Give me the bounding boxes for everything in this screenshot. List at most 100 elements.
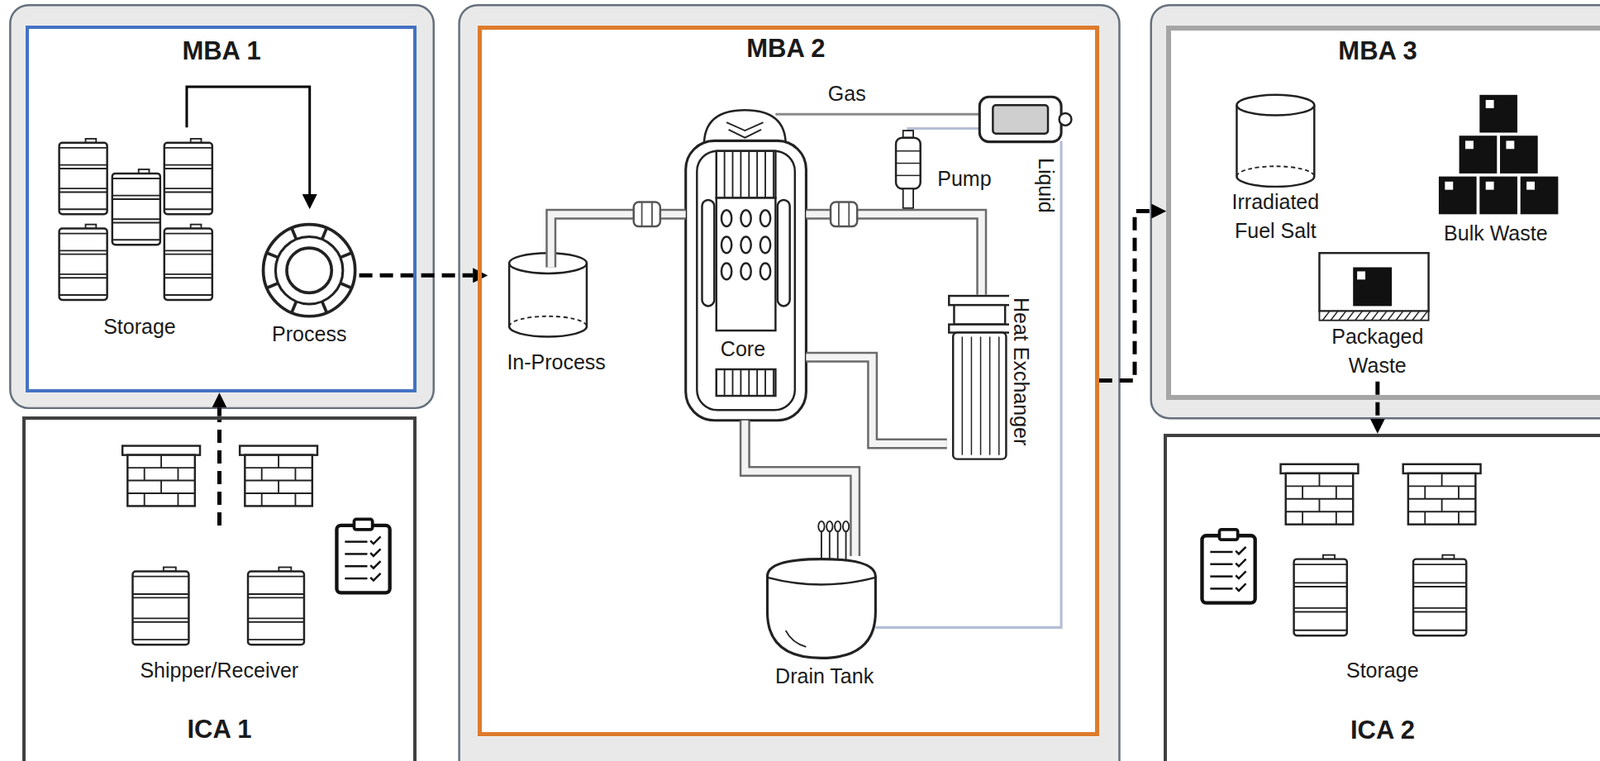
check-mark	[1235, 571, 1246, 579]
barrel-band	[59, 294, 108, 296]
barrel-body	[133, 571, 190, 645]
item-label: Shipper/Receiver	[137, 658, 301, 683]
packaged-waste-icon	[1319, 252, 1429, 320]
checklist-line	[344, 565, 367, 567]
item-label: Core	[718, 337, 768, 362]
base-hatch	[1395, 311, 1404, 321]
barrel-band	[164, 249, 213, 252]
pipe-bore	[744, 420, 855, 557]
area-title: MBA 1	[181, 36, 261, 67]
hx-tube	[998, 336, 1000, 455]
core-fuel-region	[716, 198, 777, 332]
clipboard-icon	[336, 519, 390, 593]
area-box: MBA 1 Storage Process	[25, 25, 417, 393]
brick-joint	[1301, 511, 1304, 524]
barrel-band	[133, 638, 190, 641]
brick-joint	[143, 467, 146, 481]
item-label: Process	[269, 322, 349, 347]
brick-joint	[160, 455, 162, 468]
equipment-item: Pump	[892, 127, 1005, 205]
pipe-bore	[551, 214, 686, 267]
base-hatch	[1330, 311, 1339, 321]
vessel-inner	[696, 151, 796, 411]
barrel-band	[59, 191, 108, 194]
area-title: MBA 3	[1338, 36, 1417, 67]
brick-joint	[177, 493, 180, 506]
ring-spoke	[322, 228, 328, 240]
brick-joint	[1319, 473, 1321, 486]
waste-box	[1459, 135, 1498, 174]
grid-bar	[739, 369, 742, 396]
heater-loop	[818, 521, 824, 532]
barrel-band	[112, 222, 161, 224]
tank-window	[992, 104, 1048, 134]
icons	[59, 95, 1559, 659]
brick-joint	[1285, 485, 1353, 487]
heater-loop	[842, 521, 849, 532]
item-label: Pump	[934, 166, 994, 191]
barrel-band	[133, 593, 190, 596]
drain-body	[766, 559, 876, 659]
base-hatch	[1347, 311, 1355, 321]
grid-bar	[756, 369, 758, 396]
transfer-arrow	[217, 407, 222, 416]
barrel-band	[112, 195, 161, 197]
brick-joint	[1408, 485, 1476, 487]
tank-shell	[979, 96, 1062, 142]
barrel-band	[247, 576, 305, 578]
salt-pipe	[805, 357, 947, 444]
barrel-icon	[59, 224, 108, 300]
barrel-icon	[112, 169, 161, 245]
base-hatch	[1322, 311, 1330, 321]
brick-joint	[1457, 485, 1460, 499]
heater-loop	[826, 521, 833, 532]
barrel-body	[164, 142, 213, 215]
heater-rod	[845, 531, 848, 563]
salt-pipe	[744, 420, 855, 557]
barrel-body	[59, 142, 108, 215]
area-title: ICA 2	[1350, 715, 1415, 746]
check-mark	[370, 561, 381, 569]
brick-joint	[143, 493, 146, 506]
brick-joint	[261, 467, 263, 481]
barrel-band	[164, 208, 213, 210]
equipment-item: Drain Tank	[760, 556, 894, 692]
waste-box	[1520, 176, 1559, 215]
grid-bar	[723, 369, 726, 396]
ring-spoke	[266, 252, 279, 258]
waste-box	[1479, 95, 1518, 134]
barrel-band	[1413, 563, 1467, 566]
barrel-icon	[1413, 555, 1467, 637]
hx-tube	[961, 336, 963, 455]
checklist-line	[344, 540, 367, 543]
package-box-mark	[1357, 271, 1366, 280]
barrel-band	[59, 187, 108, 190]
brick-joint	[127, 466, 195, 469]
item-label: Storage	[100, 314, 179, 339]
barrel-band	[59, 167, 108, 170]
mba3-ground	[1166, 25, 1600, 400]
waste-box-mark	[1444, 181, 1453, 191]
barrel-body	[1413, 559, 1467, 637]
control-rod	[701, 200, 715, 306]
barrel-band	[59, 273, 108, 276]
pipe-bore	[805, 357, 947, 444]
reactor-vessel-icon	[685, 109, 807, 420]
barrel-band	[133, 597, 190, 600]
brick-joint	[1423, 485, 1426, 499]
ring-spoke	[340, 283, 353, 289]
barrel-band	[133, 621, 190, 624]
base-hatch	[1420, 311, 1429, 321]
ica1-ground	[22, 416, 417, 761]
barrel-band	[247, 621, 305, 624]
line-label: Liquid	[1033, 155, 1058, 216]
pump-body	[895, 138, 921, 190]
barrel-band	[112, 218, 161, 220]
check-mark	[370, 536, 381, 544]
pump-stem	[903, 188, 914, 208]
barrel-icon	[59, 138, 108, 215]
area-title: ICA 1	[186, 714, 252, 745]
barrel-band	[1294, 629, 1348, 632]
